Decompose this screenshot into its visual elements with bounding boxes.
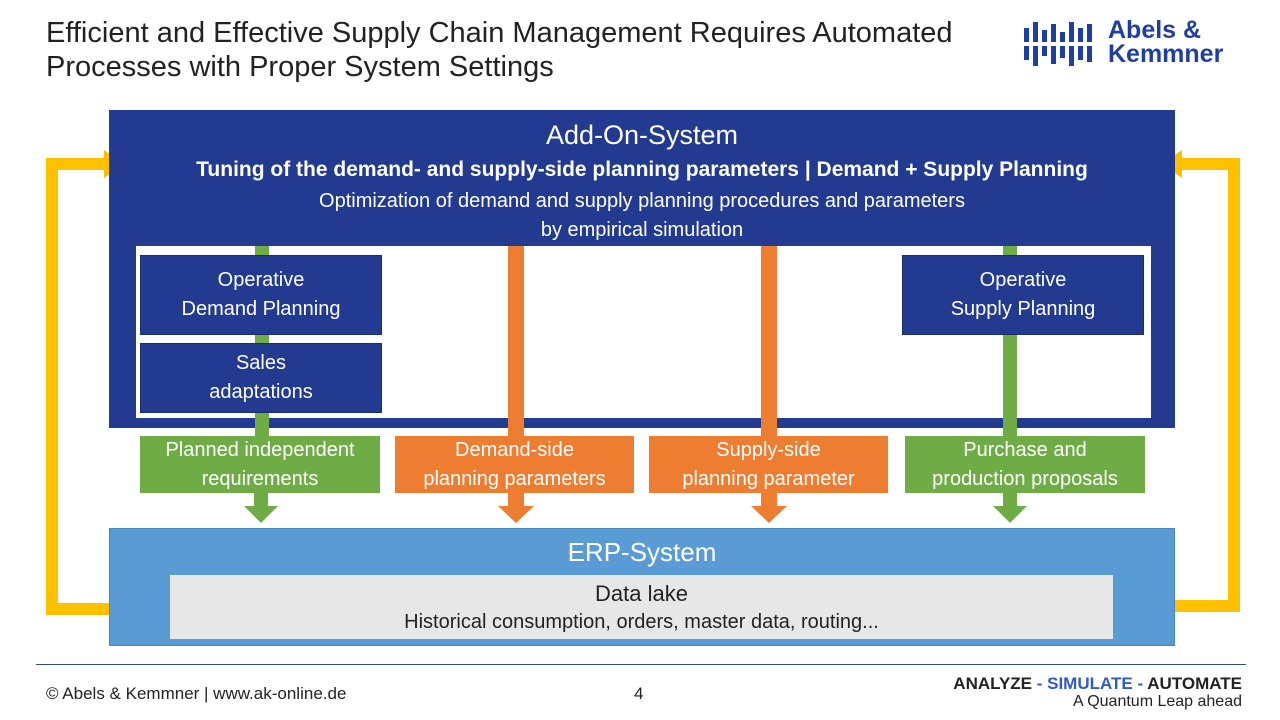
- add-on-system-description-1: Optimization of demand and supply planni…: [319, 190, 965, 212]
- flow-label-4-line-2: production proposals: [932, 467, 1118, 490]
- purchase-production-proposals-label: Purchase and production proposals: [905, 436, 1145, 493]
- supply-side-planning-parameter-label: Supply-side planning parameter: [649, 436, 888, 493]
- footer-divider: [36, 664, 1246, 665]
- flow-label-3-line-1: Supply-side: [716, 438, 821, 461]
- data-lake-description: Historical consumption, orders, master d…: [404, 611, 879, 633]
- page-title: Efficient and Effective Supply Chain Man…: [46, 16, 1006, 84]
- down-arrow-2-icon: [498, 506, 534, 523]
- page-number: 4: [634, 684, 644, 703]
- logo-line-1: Abels &: [1108, 16, 1202, 44]
- tagline-separator-2: -: [1132, 674, 1148, 693]
- planned-independent-requirements-label: Planned independent requirements: [140, 436, 380, 493]
- footer-subtagline: A Quantum Leap ahead: [1072, 693, 1242, 710]
- down-arrow-4-icon: [993, 506, 1027, 523]
- flow-label-1-line-1: Planned independent: [165, 438, 355, 461]
- operative-supply-planning-line-1: Operative: [979, 269, 1067, 291]
- operative-demand-planning-line-1: Operative: [217, 269, 305, 291]
- logo-wordmark: Abels & Kemmner: [1108, 16, 1224, 68]
- data-lake-box: Data lake Historical consumption, orders…: [170, 575, 1113, 639]
- tagline-automate: AUTOMATE: [1147, 674, 1242, 693]
- operative-demand-planning-line-2: Demand Planning: [181, 298, 341, 320]
- sales-adaptations-line-1: Sales: [235, 352, 286, 374]
- title-line-1: Efficient and Effective Supply Chain Man…: [46, 17, 953, 49]
- sales-adaptations-box: Sales adaptations: [140, 343, 382, 413]
- operative-supply-planning-line-2: Supply Planning: [950, 298, 1096, 320]
- flow-label-3-line-2: planning parameter: [682, 467, 855, 490]
- logo-line-2: Kemmner: [1108, 40, 1224, 68]
- erp-system-heading: ERP-System: [567, 537, 717, 567]
- flow-label-4-line-1: Purchase and: [963, 438, 1087, 461]
- add-on-system-subheading: Tuning of the demand- and supply-side pl…: [196, 158, 1088, 181]
- footer-copyright: © Abels & Kemmner | www.ak-online.de: [46, 684, 347, 703]
- tagline-separator-1: -: [1032, 674, 1048, 693]
- demand-side-planning-parameters-label: Demand-side planning parameters: [395, 436, 634, 493]
- down-arrow-1-shaft: [254, 493, 268, 507]
- footer-tagline: ANALYZE - SIMULATE - AUTOMATE: [953, 674, 1242, 694]
- flow-label-1-line-2: requirements: [201, 467, 319, 490]
- add-on-system-description-2: by empirical simulation: [540, 219, 744, 241]
- tagline-simulate: SIMULATE: [1047, 674, 1133, 693]
- flow-label-2-line-2: planning parameters: [423, 467, 606, 490]
- abels-kemmner-logo-mark-icon: [1024, 22, 1092, 66]
- operative-demand-planning-box: Operative Demand Planning: [140, 255, 382, 335]
- down-arrow-3-icon: [751, 506, 787, 523]
- down-arrow-3-shaft: [761, 493, 777, 507]
- down-arrow-4-shaft: [1003, 493, 1017, 507]
- sales-adaptations-line-2: adaptations: [209, 381, 313, 403]
- add-on-system-heading: Add-On-System: [545, 120, 739, 150]
- down-arrow-1-icon: [244, 506, 278, 523]
- down-arrow-2-shaft: [508, 493, 524, 507]
- demand-parameter-flow-bar: [508, 246, 524, 436]
- flow-label-2-line-1: Demand-side: [455, 438, 574, 461]
- operative-supply-planning-box: Operative Supply Planning: [902, 255, 1144, 335]
- tagline-analyze: ANALYZE: [953, 674, 1033, 693]
- supply-parameter-flow-bar: [761, 246, 777, 436]
- data-lake-title: Data lake: [595, 581, 688, 606]
- title-line-2: Processes with Proper System Settings: [46, 51, 554, 83]
